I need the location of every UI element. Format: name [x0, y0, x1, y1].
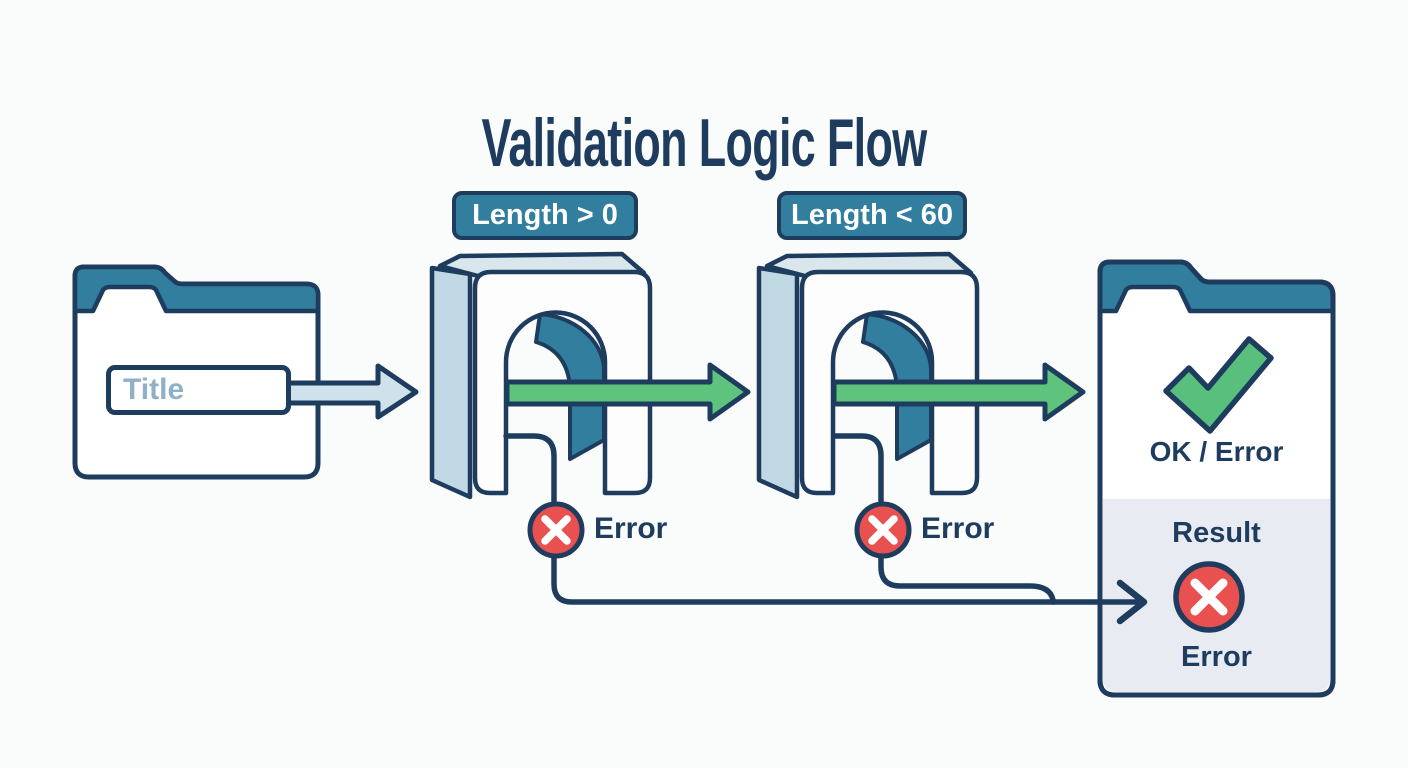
gate-1-condition-label: Length > 0	[472, 199, 618, 231]
result-error-label: Error	[1181, 641, 1252, 673]
success-arrow-right-icon-2	[831, 362, 1086, 422]
title-input-placeholder: Title	[123, 373, 185, 406]
x-circle-icon-2	[854, 501, 912, 559]
gate-1-condition-badge: Length > 0	[452, 191, 638, 240]
result-panel-card	[1097, 259, 1336, 698]
x-circle-icon-1	[527, 501, 585, 559]
result-section-title: Result	[1172, 517, 1261, 549]
check-icon	[1163, 336, 1274, 434]
gate-2-error-label: Error	[921, 512, 995, 545]
input-arrow-right-icon	[284, 363, 419, 420]
x-circle-icon-result	[1173, 561, 1245, 633]
success-arrow-right-icon-1	[504, 362, 751, 422]
gate-1-error-label: Error	[594, 512, 668, 545]
page-title: Validation Logic Flow	[481, 104, 928, 181]
result-panel-outline	[1097, 259, 1336, 698]
title-input-field[interactable]: Title	[106, 365, 291, 415]
gate-2-condition-label: Length < 60	[791, 199, 953, 231]
result-status-label: OK / Error	[1149, 436, 1284, 467]
error-arrowhead-icon	[1116, 579, 1148, 625]
error-connector-2	[831, 433, 1056, 605]
gate-2-condition-badge: Length < 60	[777, 191, 967, 240]
input-folder-tab	[72, 264, 321, 314]
